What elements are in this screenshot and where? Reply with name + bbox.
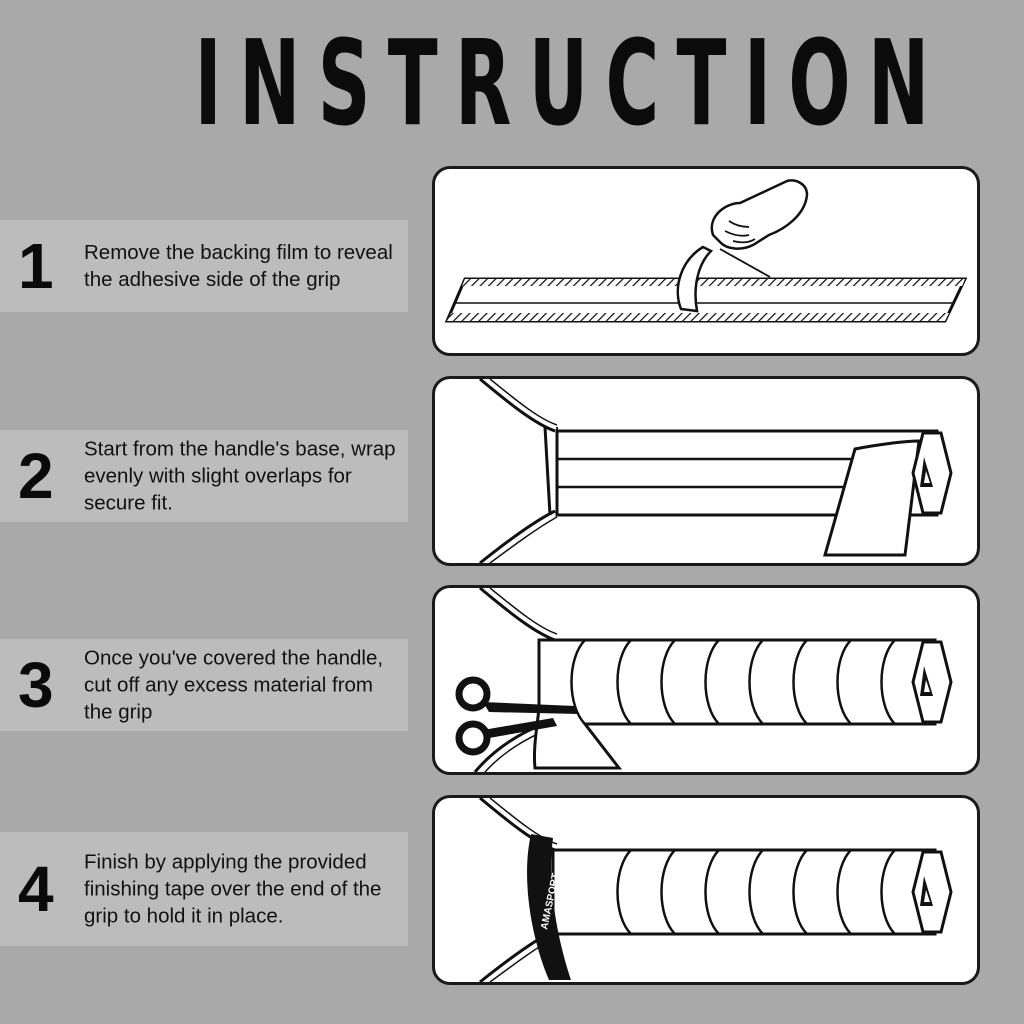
- scissors-icon: [455, 676, 579, 756]
- step-1-description: Remove the backing film to reveal the ad…: [84, 241, 393, 291]
- backing-film-peel-icon: [676, 245, 771, 313]
- step-2-text-block: 2 Start from the handle's base, wrap eve…: [0, 430, 408, 522]
- butt-cap-logo-icon: [911, 850, 953, 934]
- step-1-illustration: [432, 166, 980, 356]
- step-1-text-block: 1 Remove the backing film to reveal the …: [0, 220, 408, 312]
- step-3-description: Once you've covered the handle, cut off …: [84, 646, 384, 724]
- page-title: INSTRUCTION: [194, 14, 947, 152]
- grip-wrapping-strip-icon: [823, 439, 921, 557]
- wrapped-handle-icon: [533, 638, 937, 770]
- wrapped-handle-icon: [551, 848, 937, 936]
- step-2-illustration: [432, 376, 980, 566]
- grip-strip-icon: [444, 277, 968, 323]
- step-4-text-block: 4 Finish by applying the provided finish…: [0, 832, 408, 946]
- butt-cap-logo-icon: [911, 431, 953, 515]
- hand-icon: [710, 179, 809, 250]
- step-3-illustration: [432, 585, 980, 775]
- step-3-text-block: 3 Once you've covered the handle, cut of…: [0, 639, 408, 731]
- step-2-description: Start from the handle's base, wrap evenl…: [84, 437, 396, 515]
- butt-cap-logo-icon: [911, 640, 953, 724]
- step-3-number: 3: [18, 649, 54, 721]
- step-1-number: 1: [18, 230, 54, 302]
- racket-throat-icon: [479, 379, 563, 563]
- step-4-number: 4: [18, 853, 54, 925]
- step-2-number: 2: [18, 440, 54, 512]
- step-4-description: Finish by applying the provided finishin…: [84, 850, 382, 928]
- step-4-illustration: AMASPORT: [432, 795, 980, 985]
